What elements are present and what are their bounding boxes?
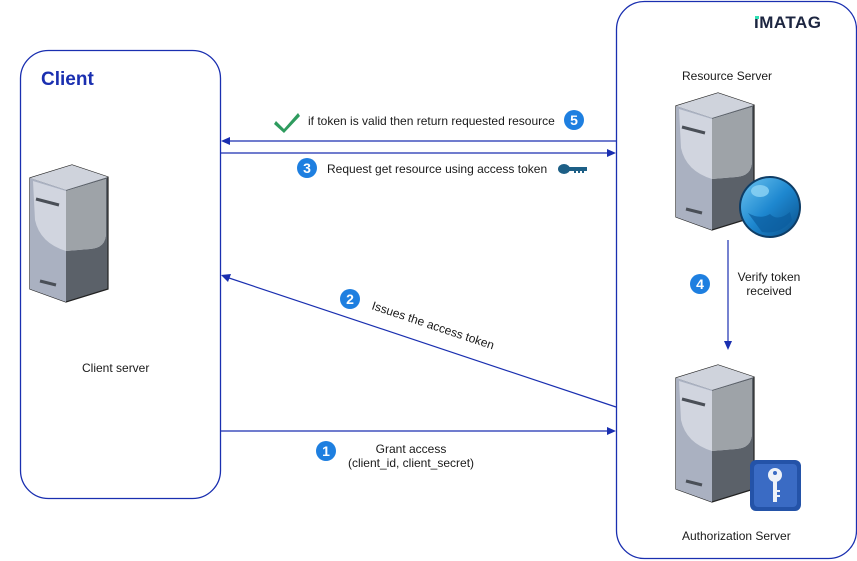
logo-text: IMATAG [754,13,822,32]
step-badge-4: 4 [690,274,710,294]
step-2-arrowhead [221,274,231,282]
key-badge-icon [750,460,801,511]
step-2-label: Issues the access token [370,299,496,353]
resource-server-label: Resource Server [682,69,773,83]
step-1-arrowhead [607,427,616,435]
step-3-label: Request get resource using access token [327,162,548,176]
authorization-server-label: Authorization Server [682,529,791,543]
step-1-label-line2: (client_id, client_secret) [347,456,475,470]
svg-text:1: 1 [322,443,330,459]
step-1-label: Grant access (client_id, client_secret) [336,442,486,470]
client-container [19,49,222,500]
logo-accent [755,16,759,19]
step-4-label-line1: Verify token [737,270,801,284]
client-title: Client [41,69,94,90]
key-icon [558,164,587,174]
svg-text:3: 3 [303,160,311,176]
globe-icon [739,176,801,238]
step-4-arrowhead [724,341,732,350]
svg-text:4: 4 [696,276,704,292]
step-badge-2: 2 [340,289,360,309]
step-2-arrow [225,276,617,408]
step-badge-3: 3 [297,158,317,178]
step-5-label: if token is valid then return requested … [308,114,555,128]
step-4-label: Verify token received [726,270,812,298]
step-5-arrowhead [221,137,230,145]
checkmark-icon [274,113,300,133]
client-server-label: Client server [82,361,150,375]
imatag-logo: IMATAG [754,13,822,33]
client-server-icon [28,163,110,304]
step-badge-1: 1 [316,441,336,461]
step-4-label-line2: received [746,284,792,298]
svg-text:5: 5 [570,112,578,128]
step-3-arrowhead [607,149,616,157]
authorization-server-icon [674,363,756,504]
svg-text:2: 2 [346,291,354,307]
step-badge-5: 5 [564,110,584,130]
step-1-label-line1: Grant access [375,442,447,456]
